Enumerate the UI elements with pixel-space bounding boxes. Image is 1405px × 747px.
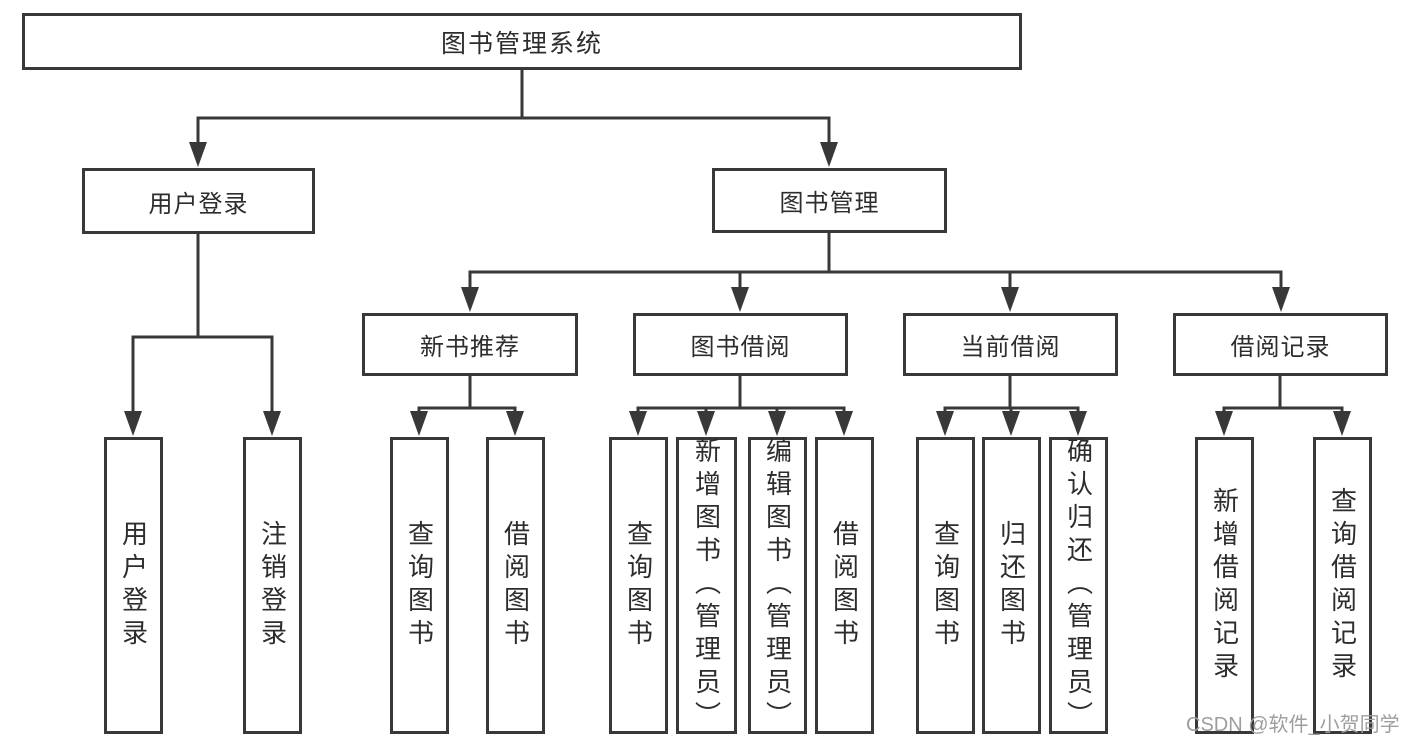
leaf-current-query-books-label: 查询图书: [930, 519, 961, 652]
leaf-borrowing-edit-books-admin: 编辑图书（管理员）: [748, 437, 807, 734]
arrow-down-icon: [820, 142, 838, 167]
arrow-down-icon: [1002, 411, 1020, 436]
node-user-login-label: 用户登录: [148, 190, 249, 218]
arrow-down-icon: [410, 411, 428, 436]
leaf-new-book-query-books: 查询图书: [390, 437, 449, 734]
arrow-down-icon: [1333, 411, 1351, 436]
connector-new-book-split: [417, 375, 517, 416]
node-borrowing-records-label: 借阅记录: [1230, 334, 1331, 361]
leaf-current-confirm-return-admin-label: 确认归还（管理员）: [1063, 437, 1094, 734]
leaf-records-query-borrow-record-label: 查询借阅记录: [1327, 486, 1358, 685]
leaf-current-return-books-label: 归还图书: [996, 519, 1027, 652]
arrow-down-icon: [506, 411, 524, 436]
leaf-borrowing-query-books: 查询图书: [609, 437, 668, 734]
leaf-borrowing-borrow-books: 借阅图书: [815, 437, 874, 734]
arrow-down-icon: [936, 411, 954, 436]
arrow-down-icon: [1069, 411, 1087, 436]
leaf-borrowing-add-books-admin: 新增图书（管理员）: [676, 437, 737, 734]
leaf-new-book-query-books-label: 查询图书: [404, 519, 435, 652]
connector-current-borrow-split: [943, 375, 1080, 416]
arrow-down-icon: [768, 411, 786, 436]
leaf-logout-label: 注销登录: [257, 519, 288, 652]
node-current-borrowing: 当前借阅: [903, 313, 1118, 376]
leaf-borrowing-add-books-admin-label: 新增图书（管理员）: [691, 437, 722, 734]
connector-book-borrow-split: [636, 375, 846, 416]
leaf-borrowing-borrow-books-label: 借阅图书: [829, 519, 860, 652]
node-library-management-system-label: 图书管理系统: [440, 29, 603, 58]
leaf-user-login-label: 用户登录: [118, 519, 149, 652]
connector-arrowheads: [124, 142, 1351, 436]
connector-borrow-records-split: [1222, 375, 1344, 416]
leaf-borrowing-query-books-label: 查询图书: [623, 519, 654, 652]
leaf-user-login: 用户登录: [104, 437, 163, 734]
node-new-book-recommendation: 新书推荐: [362, 313, 578, 376]
leaf-records-query-borrow-record: 查询借阅记录: [1313, 437, 1372, 734]
arrow-down-icon: [263, 411, 281, 436]
leaf-new-book-borrow-books: 借阅图书: [486, 437, 545, 734]
connector-book-mgmt-split: [468, 232, 1283, 292]
node-book-borrowing-label: 图书借阅: [690, 334, 791, 361]
leaf-current-return-books: 归还图书: [982, 437, 1041, 734]
node-current-borrowing-label: 当前借阅: [960, 334, 1061, 361]
leaf-borrowing-edit-books-admin-label: 编辑图书（管理员）: [762, 437, 793, 734]
arrow-down-icon: [189, 142, 207, 167]
leaf-new-book-borrow-books-label: 借阅图书: [500, 519, 531, 652]
leaf-records-add-borrow-record: 新增借阅记录: [1195, 437, 1254, 734]
arrow-down-icon: [1001, 287, 1019, 312]
node-user-login: 用户登录: [82, 168, 315, 234]
node-library-management-system: 图书管理系统: [22, 13, 1022, 70]
arrow-down-icon: [1215, 411, 1233, 436]
node-new-book-recommendation-label: 新书推荐: [420, 334, 520, 361]
arrow-down-icon: [629, 411, 647, 436]
leaf-records-add-borrow-record-label: 新增借阅记录: [1209, 486, 1240, 685]
watermark: CSDN @软件_小贺同学: [1186, 714, 1400, 736]
arrow-down-icon: [461, 287, 479, 312]
leaf-current-confirm-return-admin: 确认归还（管理员）: [1049, 437, 1108, 734]
arrow-down-icon: [835, 411, 853, 436]
connector-root-split: [196, 70, 831, 147]
leaf-logout: 注销登录: [243, 437, 302, 734]
leaf-current-query-books: 查询图书: [916, 437, 975, 734]
arrow-down-icon: [124, 411, 142, 436]
arrow-down-icon: [1272, 287, 1290, 312]
arrow-down-icon: [731, 287, 749, 312]
connector-user-login-split: [131, 233, 274, 416]
node-borrowing-records: 借阅记录: [1173, 313, 1388, 376]
node-book-management-label: 图书管理: [779, 190, 880, 217]
arrow-down-icon: [697, 411, 715, 436]
node-book-borrowing: 图书借阅: [633, 313, 848, 376]
node-book-management: 图书管理: [712, 168, 947, 233]
